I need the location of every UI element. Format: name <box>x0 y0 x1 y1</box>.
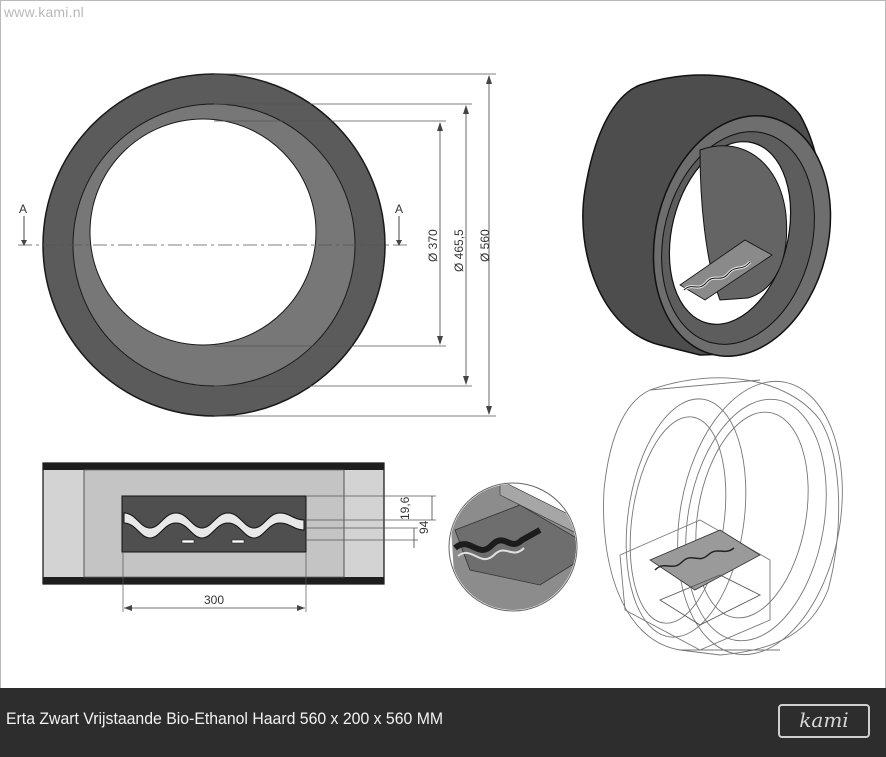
inner-opening <box>89 118 317 346</box>
kami-logo[interactable]: kami <box>778 704 870 738</box>
detail-view <box>448 482 578 612</box>
watermark: www.kami.nl <box>4 4 84 20</box>
dim-94: 94 <box>417 520 431 534</box>
burner-wave <box>123 512 305 539</box>
dim-width-300: 300 <box>204 593 224 607</box>
section-label-right: A <box>395 202 403 216</box>
section-label-left: A <box>19 202 27 216</box>
iso-solid-view <box>582 74 832 357</box>
technical-drawing: A A Ø 370 Ø 465,5 Ø 560 <box>18 73 843 656</box>
iso-wireframe-view <box>603 377 843 656</box>
dim-diameter-370: Ø 370 <box>426 229 440 262</box>
dim-diameter-465: Ø 465,5 <box>452 229 466 272</box>
top-view: 300 19,6 94 <box>42 462 436 612</box>
dim-19-6: 19,6 <box>398 496 412 520</box>
front-view: A A Ø 370 Ø 465,5 Ø 560 <box>18 73 496 417</box>
product-title: Erta Zwart Vrijstaande Bio-Ethanol Haard… <box>6 709 444 728</box>
dim-diameter-560: Ø 560 <box>478 229 492 262</box>
footer-bar: Erta Zwart Vrijstaande Bio-Ethanol Haard… <box>0 688 886 757</box>
